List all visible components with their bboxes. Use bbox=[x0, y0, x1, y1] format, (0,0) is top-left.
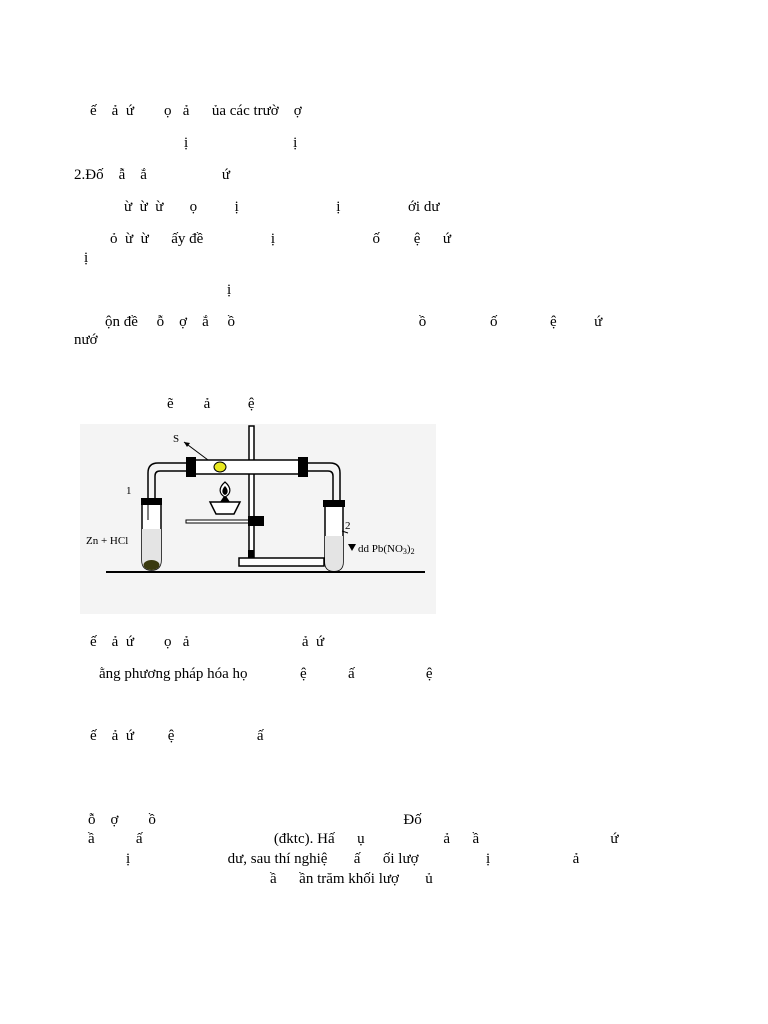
lamp-wick bbox=[220, 496, 230, 502]
text-line-5: ỏ ừ ừ ấy đề ị ố ệ ứ bbox=[110, 231, 452, 247]
label-tube-2: 2 bbox=[345, 520, 351, 532]
clamp-knob bbox=[248, 516, 264, 526]
lamp-bowl bbox=[208, 501, 242, 515]
arrowhead-icon bbox=[184, 442, 190, 447]
text-line-4: ừ ừ ừ ọ ị ị ới dư bbox=[124, 199, 440, 215]
text-line-12: ằng phương pháp hóa họ ệ ấ ệ bbox=[99, 666, 433, 682]
tube1-liquid bbox=[142, 529, 161, 570]
text-line-8: ộn đề ỗ ợ ắ ồ ồ ố ệ ứ bbox=[105, 314, 603, 330]
reaction-tube bbox=[189, 459, 305, 475]
apparatus-figure: S 1 2 Zn + HCl dd Pb(NO3)2 bbox=[80, 424, 436, 614]
tube1-stopper bbox=[141, 498, 162, 505]
lamp-flame-core bbox=[222, 486, 228, 495]
text-line-14: ỗ ợ ồ Đố bbox=[88, 812, 422, 828]
clamp-arm bbox=[185, 519, 255, 524]
delivery-tube-right-outer bbox=[308, 462, 341, 500]
label-solution: dd Pb(NO3)2 bbox=[358, 543, 415, 556]
figure-caption: ẽ ả ệ bbox=[167, 396, 255, 412]
stopper-left bbox=[186, 457, 196, 477]
label-reactants: Zn + HCl bbox=[86, 535, 128, 547]
text-line-9: nướ bbox=[74, 332, 98, 348]
label-tube-1: 1 bbox=[126, 485, 132, 497]
tube2-stopper bbox=[323, 500, 345, 507]
text-line-6: ị bbox=[84, 250, 89, 266]
label-tube-2-pointer bbox=[341, 530, 349, 534]
text-line-1: ế ả ứ ọ ả ủa các trườ ợ bbox=[90, 103, 302, 119]
text-line-15: ầ ấ (đktc). Hấ ụ ả ầ ứ bbox=[88, 831, 619, 847]
stand-base bbox=[238, 557, 325, 567]
text-line-16: ị dư, sau thí nghiệ ấ ối lượ ị ả bbox=[126, 851, 580, 867]
stopper-right bbox=[298, 457, 308, 477]
stand-rod bbox=[248, 425, 255, 565]
triangle-marker-icon bbox=[348, 544, 356, 551]
text-line-11: ế ả ứ ọ ả ả ứ bbox=[90, 634, 325, 650]
delivery-tube-left-inner bbox=[154, 470, 186, 498]
zinc-granules bbox=[143, 560, 160, 570]
text-line-17: ầ ần trăm khối lượ ủ bbox=[270, 871, 433, 887]
text-line-13: ế ả ứ ệ ấ bbox=[90, 728, 264, 744]
tube2-liquid bbox=[325, 536, 343, 571]
stand-foot bbox=[248, 550, 254, 558]
delivery-tube-right-inner bbox=[308, 470, 334, 500]
sulfur-sample bbox=[213, 461, 227, 473]
label-s: S bbox=[173, 433, 179, 445]
text-line-3: 2.Đố ẫ ắ ứ bbox=[74, 167, 231, 183]
text-line-7: ị bbox=[227, 282, 232, 298]
delivery-tube-left-outer bbox=[147, 462, 186, 498]
text-line-2: ị ị bbox=[184, 135, 298, 151]
